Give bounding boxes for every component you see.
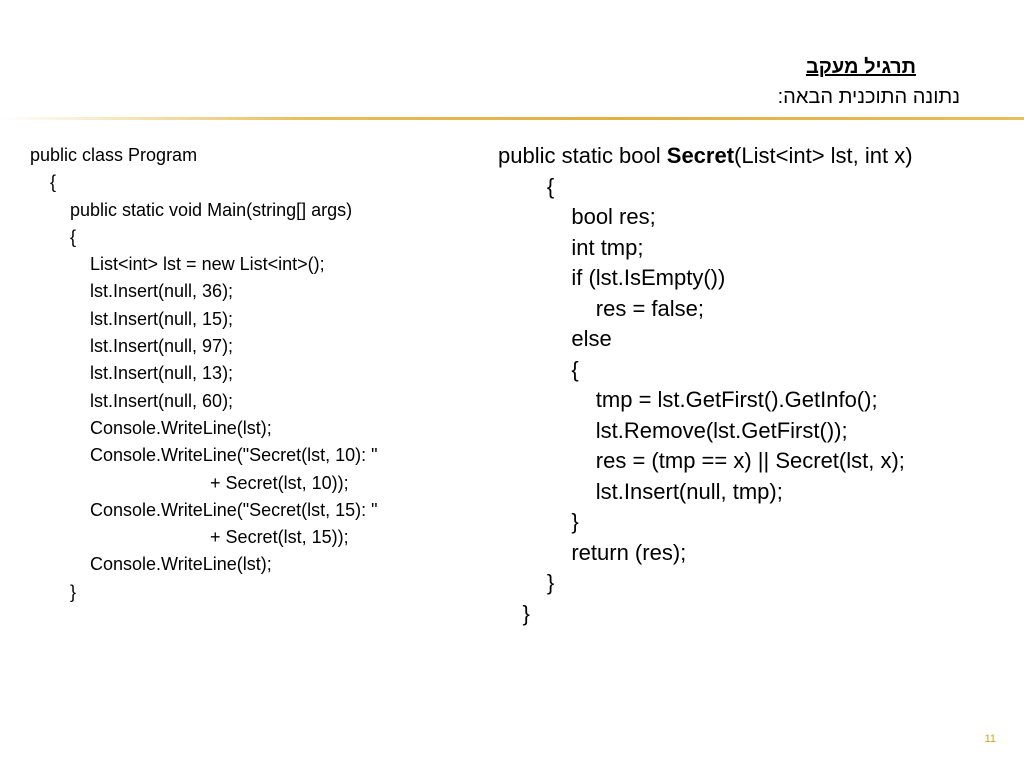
code-line: lst.Insert(null, tmp);: [498, 478, 783, 504]
code-line: else: [498, 326, 612, 351]
signature-prefix: public static bool: [498, 143, 667, 168]
code-line: }: [30, 581, 77, 602]
code-line: Console.WriteLine(lst);: [30, 554, 272, 575]
code-line: + Secret(lst, 15));: [30, 527, 349, 548]
code-line: bool res;: [498, 204, 656, 229]
method-signature: public static bool Secret(List<int> lst,…: [498, 141, 1008, 172]
method-name: Secret: [666, 143, 735, 168]
signature-suffix: (List<int> lst, int x): [734, 143, 913, 168]
code-line: {: [498, 356, 579, 382]
main-program-code: public class Program { public static voi…: [30, 142, 490, 606]
code-line: + Secret(lst, 10));: [30, 472, 349, 493]
code-line: lst.Insert(null, 36);: [30, 281, 234, 302]
code-line: lst.Insert(null, 60);: [30, 390, 234, 411]
code-line: lst.Remove(lst.GetFirst());: [498, 417, 848, 443]
slide-subtitle: נתונה התוכנית הבאה:: [777, 86, 960, 108]
code-line: public class Program: [30, 145, 198, 165]
secret-method-code: public static bool Secret(List<int> lst,…: [498, 141, 1008, 629]
code-line: return (res);: [498, 539, 687, 565]
code-line: int tmp;: [498, 234, 644, 260]
code-line: public static void Main(string[] args): [30, 199, 353, 220]
code-line: lst.Insert(null, 15);: [30, 308, 234, 329]
code-line: }: [498, 570, 555, 595]
code-line: }: [498, 600, 530, 626]
code-line: {: [498, 173, 555, 199]
code-line: tmp = lst.GetFirst().GetInfo();: [498, 387, 878, 412]
code-line: {: [30, 172, 57, 193]
header-divider: [0, 117, 1024, 120]
code-line: lst.Insert(null, 13);: [30, 363, 234, 384]
code-line: {: [30, 226, 77, 247]
page-number: 11: [984, 733, 996, 745]
code-line: List<int> lst = new List<int>();: [30, 254, 325, 275]
code-line: Console.WriteLine("Secret(lst, 10): ": [30, 445, 378, 466]
code-line: res = false;: [498, 295, 705, 321]
code-line: }: [498, 509, 579, 534]
code-line: lst.Insert(null, 97);: [30, 336, 234, 357]
code-line: Console.WriteLine("Secret(lst, 15): ": [30, 499, 378, 520]
slide-title: תרגיל מעקב: [805, 56, 916, 78]
code-line: Console.WriteLine(lst);: [30, 417, 272, 438]
code-line: if (lst.IsEmpty()): [498, 265, 726, 290]
code-line: res = (tmp == x) || Secret(lst, x);: [498, 448, 905, 473]
